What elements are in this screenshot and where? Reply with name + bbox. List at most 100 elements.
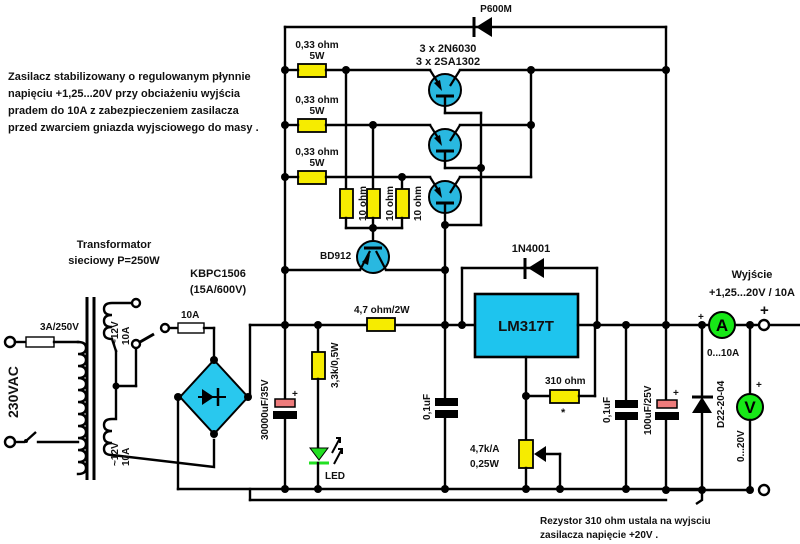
emitter-resistor-power: 5W (310, 51, 326, 62)
voltmeter-symbol: V (744, 398, 756, 417)
bridge-rating: (15A/600V) (190, 284, 247, 296)
potentiometer-power: 0,25W (470, 459, 499, 470)
ammeter-range: 0...10A (707, 348, 739, 359)
description-text: Zasilacz stabilizowany o regulowanym pły… (8, 71, 259, 134)
potentiometer[interactable] (518, 439, 534, 469)
mains-label: 230VAC (5, 366, 21, 418)
secondary-winding-upper (102, 301, 135, 353)
pass-transistor (428, 123, 533, 170)
resistor-4-7 (366, 317, 396, 332)
diode-1n4001-label: 1N4001 (512, 243, 551, 255)
tap-terminal-upper (130, 297, 142, 309)
description-line: Zasilacz stabilizowany o regulowanym pły… (8, 71, 251, 83)
capacitor-0-1uf-b-label: 0,1uF (602, 397, 613, 423)
bridge-fuse (177, 322, 205, 334)
main-capacitor-plus-plate (274, 398, 296, 408)
tap-terminal-lower (130, 338, 142, 350)
capacitor-0-1uf-a-label: 0,1uF (422, 394, 433, 420)
led-resistor-label: 3,3k/0,5W (330, 342, 341, 388)
transformer-title: Transformator (77, 239, 152, 251)
pass-transistor (428, 68, 533, 115)
primary-winding (76, 340, 88, 476)
diode-d22-label: D22-20-04 (716, 380, 727, 428)
led-resistor (311, 351, 326, 380)
resistor-4-7-label: 4,7 ohm/2W (354, 305, 410, 316)
output-range: +1,25...20V / 10A (709, 287, 795, 299)
base-resistor-label: 10 ohm (358, 186, 369, 221)
emitter-resistor-row: 0,33 ohm 5W (281, 147, 432, 185)
transformer-power: sieciowy P=250W (68, 255, 160, 267)
emitter-resistor-row: 0,33 ohm 5W (281, 40, 432, 78)
voltage-selector-switch[interactable] (139, 332, 155, 344)
description-line: napięciu +1,25...20V przy obciażeniu wyj… (8, 88, 241, 100)
mains-terminal-top (3, 335, 17, 349)
capacitor-0-1uf-a-plate (435, 398, 458, 406)
mains-switch (25, 431, 37, 442)
base-resistor-label: 10 ohm (385, 186, 396, 221)
diode-p600m (476, 17, 492, 37)
output-capacitor-plus-plate (656, 399, 678, 409)
mains-fuse (25, 336, 55, 348)
emitter-resistor-label: 0,33 ohm (295, 40, 338, 51)
plus-sign: + (756, 380, 762, 391)
bridge-name: KBPC1506 (190, 268, 246, 280)
plus-sign: + (673, 388, 679, 399)
transistors-label-1: 3 x 2N6030 (420, 43, 477, 55)
transistors-label-2: 3 x 2SA1302 (416, 56, 480, 68)
resistor-310-label: 310 ohm (545, 376, 586, 387)
note-line: zasilacza napięcie +20V . (540, 530, 658, 541)
output-terminal-positive[interactable] (757, 318, 771, 332)
output-plus-sign: + (760, 302, 769, 319)
resistor-310 (549, 389, 580, 404)
emitter-arrow-icon (434, 135, 442, 146)
emitter-resistor-label: 0,33 ohm (295, 147, 338, 158)
lm317-regulator (473, 292, 580, 359)
emitter-arrow-icon (434, 80, 442, 91)
diode-p600m-label: P600M (480, 4, 512, 15)
ground-symbol-icon (695, 490, 704, 505)
output-title: Wyjście (732, 269, 773, 281)
driver-transistor-bd912 (356, 240, 390, 274)
mains-fuse-label: 3A/250V (40, 322, 79, 333)
description-line: przed zwarciem gniazda wyjsciowego do ma… (8, 122, 259, 134)
potentiometer-wiper-icon (534, 446, 546, 462)
base-resistor-label: 10 ohm (413, 186, 424, 221)
pass-transistor (428, 175, 533, 227)
resistor-310-mark: * (561, 407, 566, 419)
emitter-resistor (297, 170, 327, 185)
regulator-label: LM317T (498, 318, 554, 335)
ammeter-symbol: A (716, 316, 728, 335)
emitter-arrow-icon (362, 254, 370, 265)
note-line: Rezystor 310 ohm ustala na wyjsciu (540, 516, 711, 527)
emitter-resistor-row: 0,33 ohm 5W (281, 95, 432, 133)
voltmeter-range: 0...20V (736, 430, 747, 462)
emitter-resistor (297, 63, 327, 78)
emitter-resistor-label: 0,33 ohm (295, 95, 338, 106)
led (309, 447, 329, 461)
main-capacitor-label: 30000uF/35V (260, 379, 271, 440)
plus-sign: + (698, 312, 704, 323)
diode-d22 (692, 397, 712, 413)
main-capacitor-minus-plate (273, 411, 297, 419)
winding-upper-current: 10A (121, 327, 132, 345)
emitter-resistor (297, 118, 327, 133)
bd912-label: BD912 (320, 251, 352, 262)
plus-sign: + (292, 389, 298, 400)
base-resistor (339, 188, 354, 219)
bridge-fuse-label: 10A (181, 310, 199, 321)
ammeter (708, 311, 736, 339)
winding-lower-voltage: ~12V (110, 442, 121, 466)
mains-terminal-bottom (3, 435, 17, 449)
emitter-arrow-icon (434, 187, 442, 198)
base-resistor (395, 188, 410, 219)
description-line: pradem do 10A z zabezpieczeniem zasilacz… (8, 105, 240, 117)
output-capacitor-label: 100uF/25V (643, 385, 654, 435)
light-emission-arrow-icon (333, 448, 343, 465)
output-terminal-negative[interactable] (757, 483, 771, 497)
capacitor-0-1uf-b-plate (615, 400, 638, 408)
emitter-resistor-power: 5W (310, 106, 326, 117)
potentiometer-value: 4,7k/A (470, 444, 499, 455)
emitter-resistor-power: 5W (310, 158, 326, 169)
diode-1n4001 (528, 258, 544, 278)
winding-upper-voltage: ~12V (110, 321, 121, 345)
